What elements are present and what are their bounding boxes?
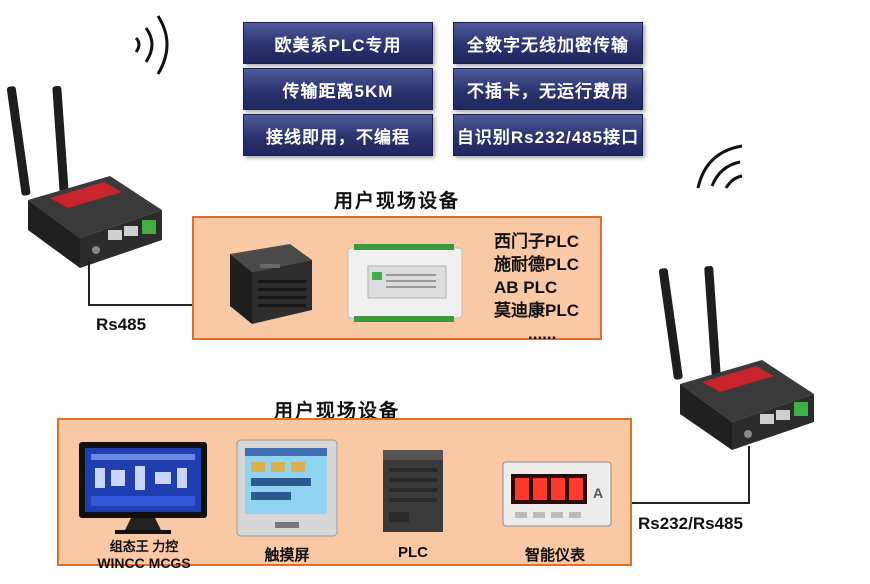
plc-icon: [383, 450, 443, 532]
monitor-icon: [79, 442, 207, 534]
plc-module-icon: [230, 244, 312, 324]
feature-badge: 传输距离5KM: [243, 68, 433, 110]
touchscreen-icon: [236, 439, 338, 537]
feature-badge: 不插卡，无运行费用: [453, 68, 643, 110]
top-device-panel: 西门子PLC 施耐德PLC AB PLC 莫迪康PLC ......: [192, 216, 602, 343]
plc-controller-icon: [347, 244, 463, 322]
plc-brand-list: 西门子PLC 施耐德PLC AB PLC 莫迪康PLC ......: [494, 230, 579, 345]
scada-software-names: 组态王 力控: [109, 539, 179, 554]
feature-badge: 欧美系PLC专用: [243, 22, 433, 64]
bottom-device-panel: A 组态王 力控 WINCC MCGS 触摸屏 PLC 智能仪表: [57, 418, 632, 571]
feature-text: 不插卡，无运行费用: [467, 81, 629, 101]
feature-text: 传输距离5KM: [282, 81, 394, 101]
wireless-signal-icon-right: [696, 144, 743, 189]
feature-badge: 全数字无线加密传输: [453, 22, 643, 64]
rs485-wire-vertical: [88, 258, 90, 306]
wireless-signal-icon-left: [134, 15, 169, 75]
device-label-touchscreen: 触摸屏: [264, 547, 310, 564]
section-title-top: 用户现场设备: [334, 191, 461, 212]
wireless-router-left: [6, 85, 162, 268]
rs232-rs485-label: Rs232/Rs485: [638, 514, 743, 533]
scada-software-names-2: WINCC MCGS: [97, 555, 191, 571]
plc-brand: ......: [528, 324, 557, 343]
rs485-wire-horizontal: [88, 304, 192, 306]
wireless-router-right: [658, 265, 814, 450]
feature-text: 全数字无线加密传输: [467, 35, 629, 55]
device-label-plc: PLC: [398, 544, 428, 561]
device-label-scada: 组态王 力控 WINCC MCGS: [79, 536, 209, 571]
device-label-meter: 智能仪表: [524, 547, 585, 564]
rs485-label: Rs485: [96, 315, 147, 334]
feature-badge: 接线即用，不编程: [243, 114, 433, 156]
feature-badge: 自识别Rs232/485接口: [453, 114, 643, 156]
meter-unit: A: [593, 485, 603, 501]
feature-text: 接线即用，不编程: [266, 127, 410, 147]
rs232-wire-vertical: [748, 446, 750, 504]
feature-text: 自识别Rs232/485接口: [456, 127, 640, 147]
rs232-wire-horizontal: [632, 502, 750, 504]
section-title-bottom: 用户现场设备: [274, 401, 401, 422]
plc-brand: 西门子PLC: [494, 232, 579, 251]
plc-brand: 施耐德PLC: [494, 255, 579, 274]
smart-meter-icon: A: [502, 461, 612, 527]
plc-brand: AB PLC: [494, 278, 558, 297]
plc-brand: 莫迪康PLC: [494, 301, 579, 320]
feature-text: 欧美系PLC专用: [274, 35, 402, 55]
